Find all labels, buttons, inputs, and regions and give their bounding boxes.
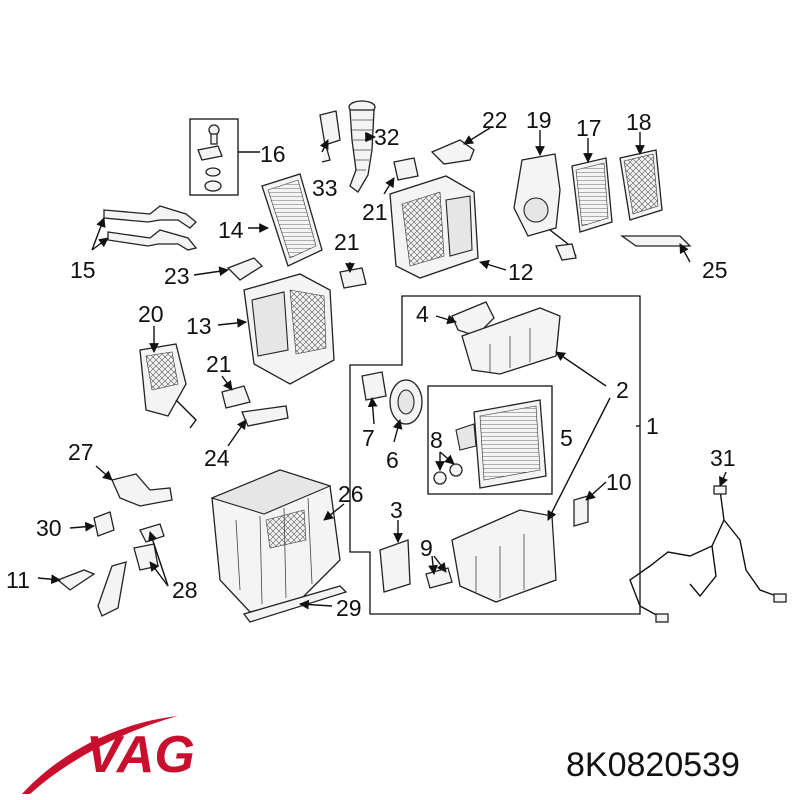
part-20-drawing (139, 343, 197, 429)
part-31-drawing (629, 485, 787, 623)
callout-28: 28 (172, 577, 198, 603)
callout-19: 19 (526, 107, 552, 133)
part-9-drawing (425, 567, 453, 589)
fastener-set-drawing (197, 124, 223, 192)
callout-21-a: 21 (362, 199, 388, 225)
part-7-drawing (361, 371, 387, 401)
callout-5: 5 (560, 425, 573, 451)
part-18-drawing (619, 149, 663, 221)
callout-boxes (189, 118, 641, 615)
part-25-drawing (619, 235, 692, 247)
callout-23: 23 (164, 263, 190, 289)
part-32-drawing (348, 100, 376, 193)
part-14-drawing (261, 173, 323, 267)
callout-6: 6 (386, 447, 399, 473)
part-4-drawing (451, 301, 495, 337)
part-13-drawing (243, 273, 335, 385)
part-5-drawing (455, 399, 547, 489)
part-26-drawing (210, 469, 341, 613)
callout-10: 10 (606, 469, 632, 495)
callout-25: 25 (702, 257, 728, 283)
part-23-drawing (226, 257, 264, 281)
part-19-drawing (513, 153, 577, 261)
callout-32: 32 (374, 124, 400, 150)
part-30-drawing (93, 511, 115, 537)
lower-housing-drawing (451, 509, 557, 603)
callout-14: 14 (218, 217, 244, 243)
part-21b-drawing (339, 267, 367, 289)
callout-24: 24 (204, 445, 230, 471)
part-29-drawing (242, 585, 348, 623)
callout-8: 8 (430, 427, 443, 453)
part-22-drawing (430, 139, 475, 165)
logo-swoosh-icon (22, 716, 178, 794)
callout-3: 3 (390, 497, 403, 523)
callout-20: 20 (138, 301, 164, 327)
callout-17: 17 (576, 115, 602, 141)
callout-21-b: 21 (334, 229, 360, 255)
part-28-drawing (97, 523, 165, 617)
part-11-drawing (56, 569, 96, 591)
callout-2: 2 (616, 377, 629, 403)
part-15-drawing (103, 205, 198, 251)
fastener-group-box (189, 118, 239, 196)
assembly-1-box (349, 295, 641, 615)
callout-labels: 32 33 22 19 17 18 16 14 15 21 21 12 25 2… (6, 107, 736, 621)
logo-text: VAG (86, 726, 195, 784)
callout-21-c: 21 (206, 351, 232, 377)
evaporator-group-box (427, 385, 553, 495)
callout-18: 18 (626, 109, 652, 135)
callout-7: 7 (362, 425, 375, 451)
part-33-drawing (319, 110, 341, 163)
callout-31: 31 (710, 445, 736, 471)
callout-4: 4 (416, 301, 429, 327)
part-12-drawing (389, 175, 479, 279)
callout-9: 9 (420, 535, 433, 561)
callout-26: 26 (338, 481, 364, 507)
callout-22: 22 (482, 107, 508, 133)
callout-12: 12 (508, 259, 534, 285)
leader-lines (37, 127, 728, 610)
part-10-drawing (573, 495, 589, 527)
callout-1: 1 (646, 413, 659, 439)
vag-logo: VAG (22, 716, 195, 794)
callout-16: 16 (260, 141, 286, 167)
callout-27: 27 (68, 439, 94, 465)
callout-33: 33 (312, 175, 338, 201)
parts-drawings (56, 100, 787, 623)
part-21a-drawing (393, 157, 419, 181)
part-27-drawing (111, 473, 173, 507)
part-8-drawing (433, 463, 463, 485)
part-number: 8K0820539 (566, 746, 740, 784)
callout-13: 13 (186, 313, 212, 339)
callout-29: 29 (336, 595, 362, 621)
part-17-drawing (571, 157, 613, 233)
part-21c-drawing (221, 385, 251, 409)
callout-11: 11 (6, 567, 30, 593)
part-3-drawing (379, 539, 411, 593)
part-24-drawing (241, 405, 289, 427)
callout-15: 15 (70, 257, 96, 283)
callout-30: 30 (36, 515, 62, 541)
part-6-drawing (389, 379, 423, 425)
